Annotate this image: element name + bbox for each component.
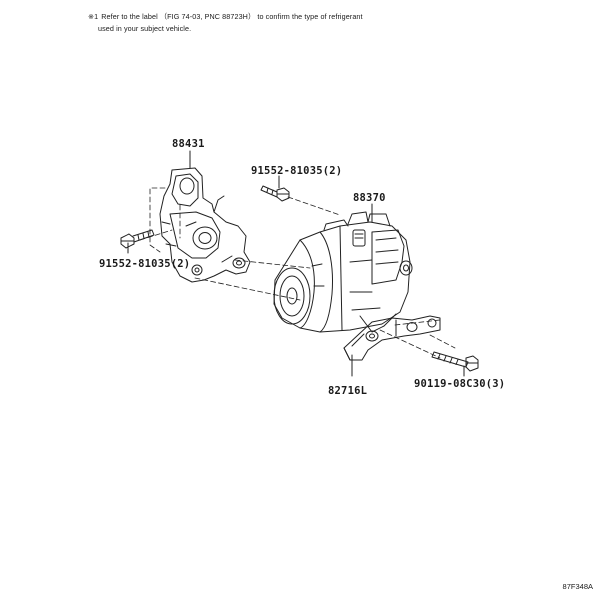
note-mark: ※1	[88, 12, 99, 21]
bracket-82716L	[344, 316, 440, 360]
label-bolt-lower: 90119-08C30(3)	[414, 378, 506, 390]
alignment-lines	[140, 188, 455, 358]
bolt-upper-left	[121, 230, 154, 248]
compressor-88370	[274, 212, 412, 332]
note-text-1: Refer to the label （FIG 74-03, PNC 88723…	[101, 12, 363, 21]
note-line-2: used in your subject vehicle.	[98, 24, 192, 33]
bolt-lower	[432, 352, 478, 371]
label-bolt-upper-left: 91552-81035(2)	[99, 258, 191, 270]
label-88431: 88431	[172, 138, 205, 150]
bracket-88431	[160, 168, 250, 282]
label-88370: 88370	[353, 192, 386, 204]
label-82716L: 82716L	[328, 385, 368, 397]
figure-id: 87F348A	[562, 582, 593, 591]
label-bolt-upper-right: 91552-81035(2)	[251, 165, 343, 177]
bolt-upper-right	[261, 186, 289, 201]
